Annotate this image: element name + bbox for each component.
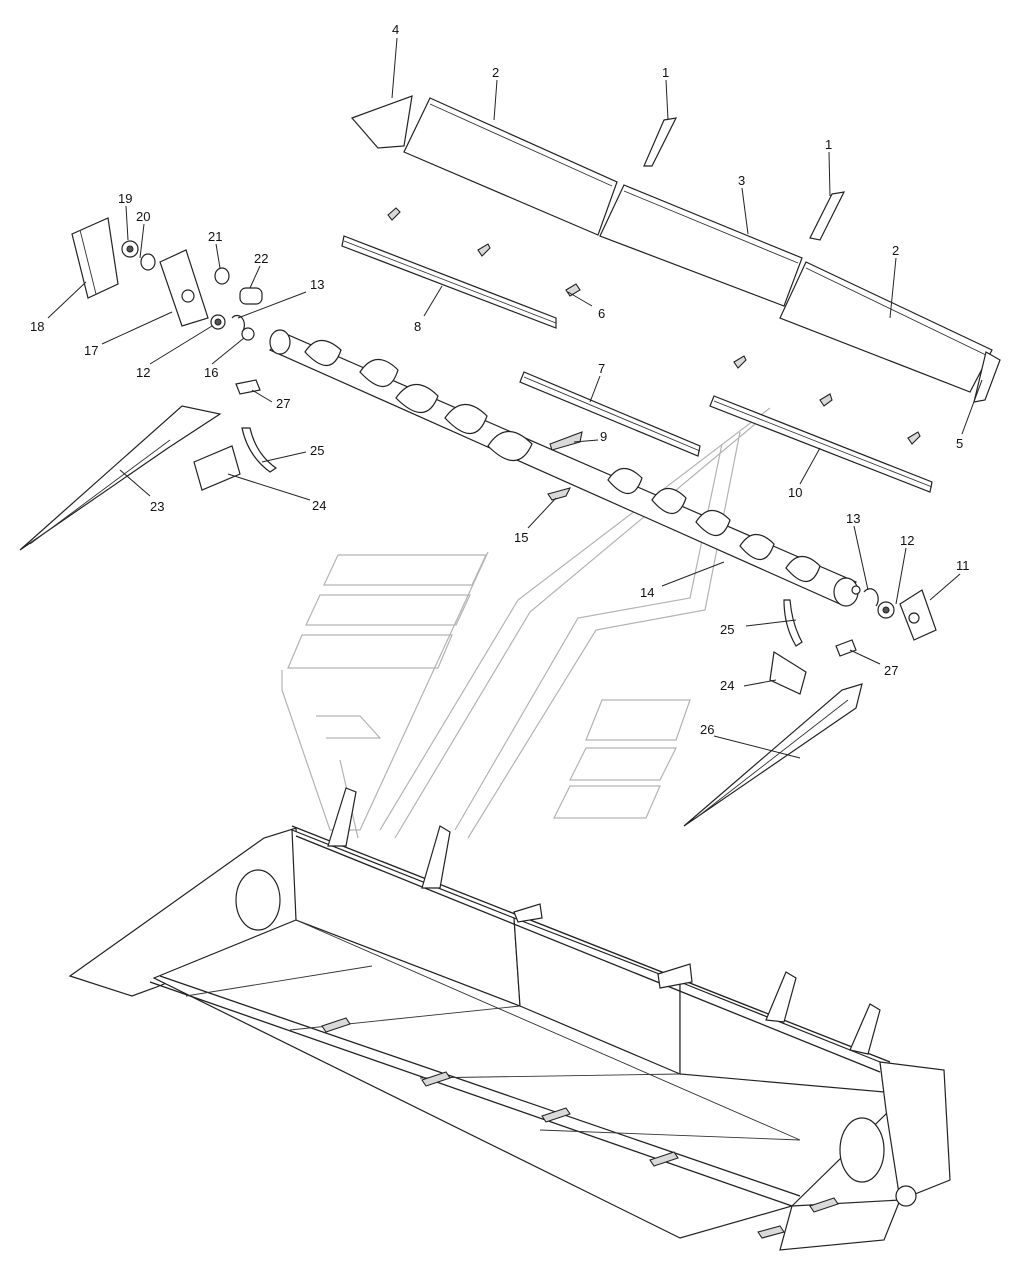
part-6-brackets — [387, 207, 921, 445]
callout-13: 13 — [310, 277, 324, 292]
part-24-bracket-left — [193, 445, 241, 491]
part-25-strip-right — [783, 599, 803, 647]
part-1-clip-right — [809, 191, 846, 241]
callout-13: 13 — [846, 511, 860, 526]
part-21-ring — [214, 267, 230, 285]
part-23-divider-left — [19, 405, 222, 551]
callout-17: 17 — [84, 343, 98, 358]
callout-27: 27 — [276, 396, 290, 411]
part-20-ring — [140, 253, 156, 271]
part-26-divider-right — [683, 683, 863, 827]
part-10-angle-bar — [709, 395, 933, 493]
callout-2: 2 — [492, 65, 499, 80]
part-1-clip-left — [643, 117, 678, 167]
watermark-logo — [281, 407, 771, 839]
part-13-clip-right — [863, 588, 879, 607]
callout-7: 7 — [598, 361, 605, 376]
callout-26: 26 — [700, 722, 714, 737]
part-24-bracket-right — [769, 651, 807, 695]
callout-18: 18 — [30, 319, 44, 334]
part-12-bearing-left — [210, 314, 226, 330]
header-frame-assembly — [68, 787, 951, 1251]
part-4-end-cap-left — [350, 95, 413, 149]
part-7-angle-bar — [519, 371, 701, 457]
part-9-bracket — [549, 431, 583, 451]
callout-16: 16 — [204, 365, 218, 380]
callout-8: 8 — [414, 319, 421, 334]
part-16-collar — [241, 327, 255, 341]
callout-22: 22 — [254, 251, 268, 266]
part-15-bracket — [547, 487, 572, 501]
callout-1: 1 — [825, 137, 832, 152]
callout-21: 21 — [208, 229, 222, 244]
part-27-plate-left — [235, 379, 261, 395]
callout-1: 1 — [662, 65, 669, 80]
callouts: 4 2 1 1 3 2 19 20 21 22 13 18 17 12 16 8… — [30, 22, 970, 737]
callout-15: 15 — [514, 530, 528, 545]
callout-9: 9 — [600, 429, 607, 444]
callout-2: 2 — [892, 243, 899, 258]
part-18-shield — [71, 217, 119, 299]
callout-3: 3 — [738, 173, 745, 188]
part-27-plate-right — [835, 639, 857, 657]
callout-25: 25 — [720, 622, 734, 637]
part-5-end-cap-right — [973, 351, 1001, 403]
callout-12: 12 — [136, 365, 150, 380]
callout-5: 5 — [956, 436, 963, 451]
callout-23: 23 — [150, 499, 164, 514]
callout-12: 12 — [900, 533, 914, 548]
part-2-panel-left — [403, 97, 618, 236]
part-19-washer — [121, 240, 139, 258]
part-22-bushing — [239, 287, 263, 305]
callout-4: 4 — [392, 22, 399, 37]
callout-25: 25 — [310, 443, 324, 458]
part-14-auger — [268, 329, 861, 607]
callout-14: 14 — [640, 585, 654, 600]
callout-10: 10 — [788, 485, 802, 500]
part-17-bearing-plate — [159, 249, 209, 327]
callout-6: 6 — [598, 306, 605, 321]
callout-20: 20 — [136, 209, 150, 224]
callout-24: 24 — [312, 498, 326, 513]
callout-24: 24 — [720, 678, 734, 693]
part-2-panel-right — [779, 261, 993, 393]
part-11-bearing-plate-right — [899, 589, 937, 641]
callout-27: 27 — [884, 663, 898, 678]
part-12-bearing-right — [877, 601, 895, 619]
callout-11: 11 — [956, 558, 970, 573]
leader-lines — [47, 37, 983, 759]
part-25-strip-left — [241, 427, 278, 473]
part-3-panel-center — [599, 184, 803, 307]
callout-19: 19 — [118, 191, 132, 206]
part-8-angle-bar — [341, 235, 557, 329]
